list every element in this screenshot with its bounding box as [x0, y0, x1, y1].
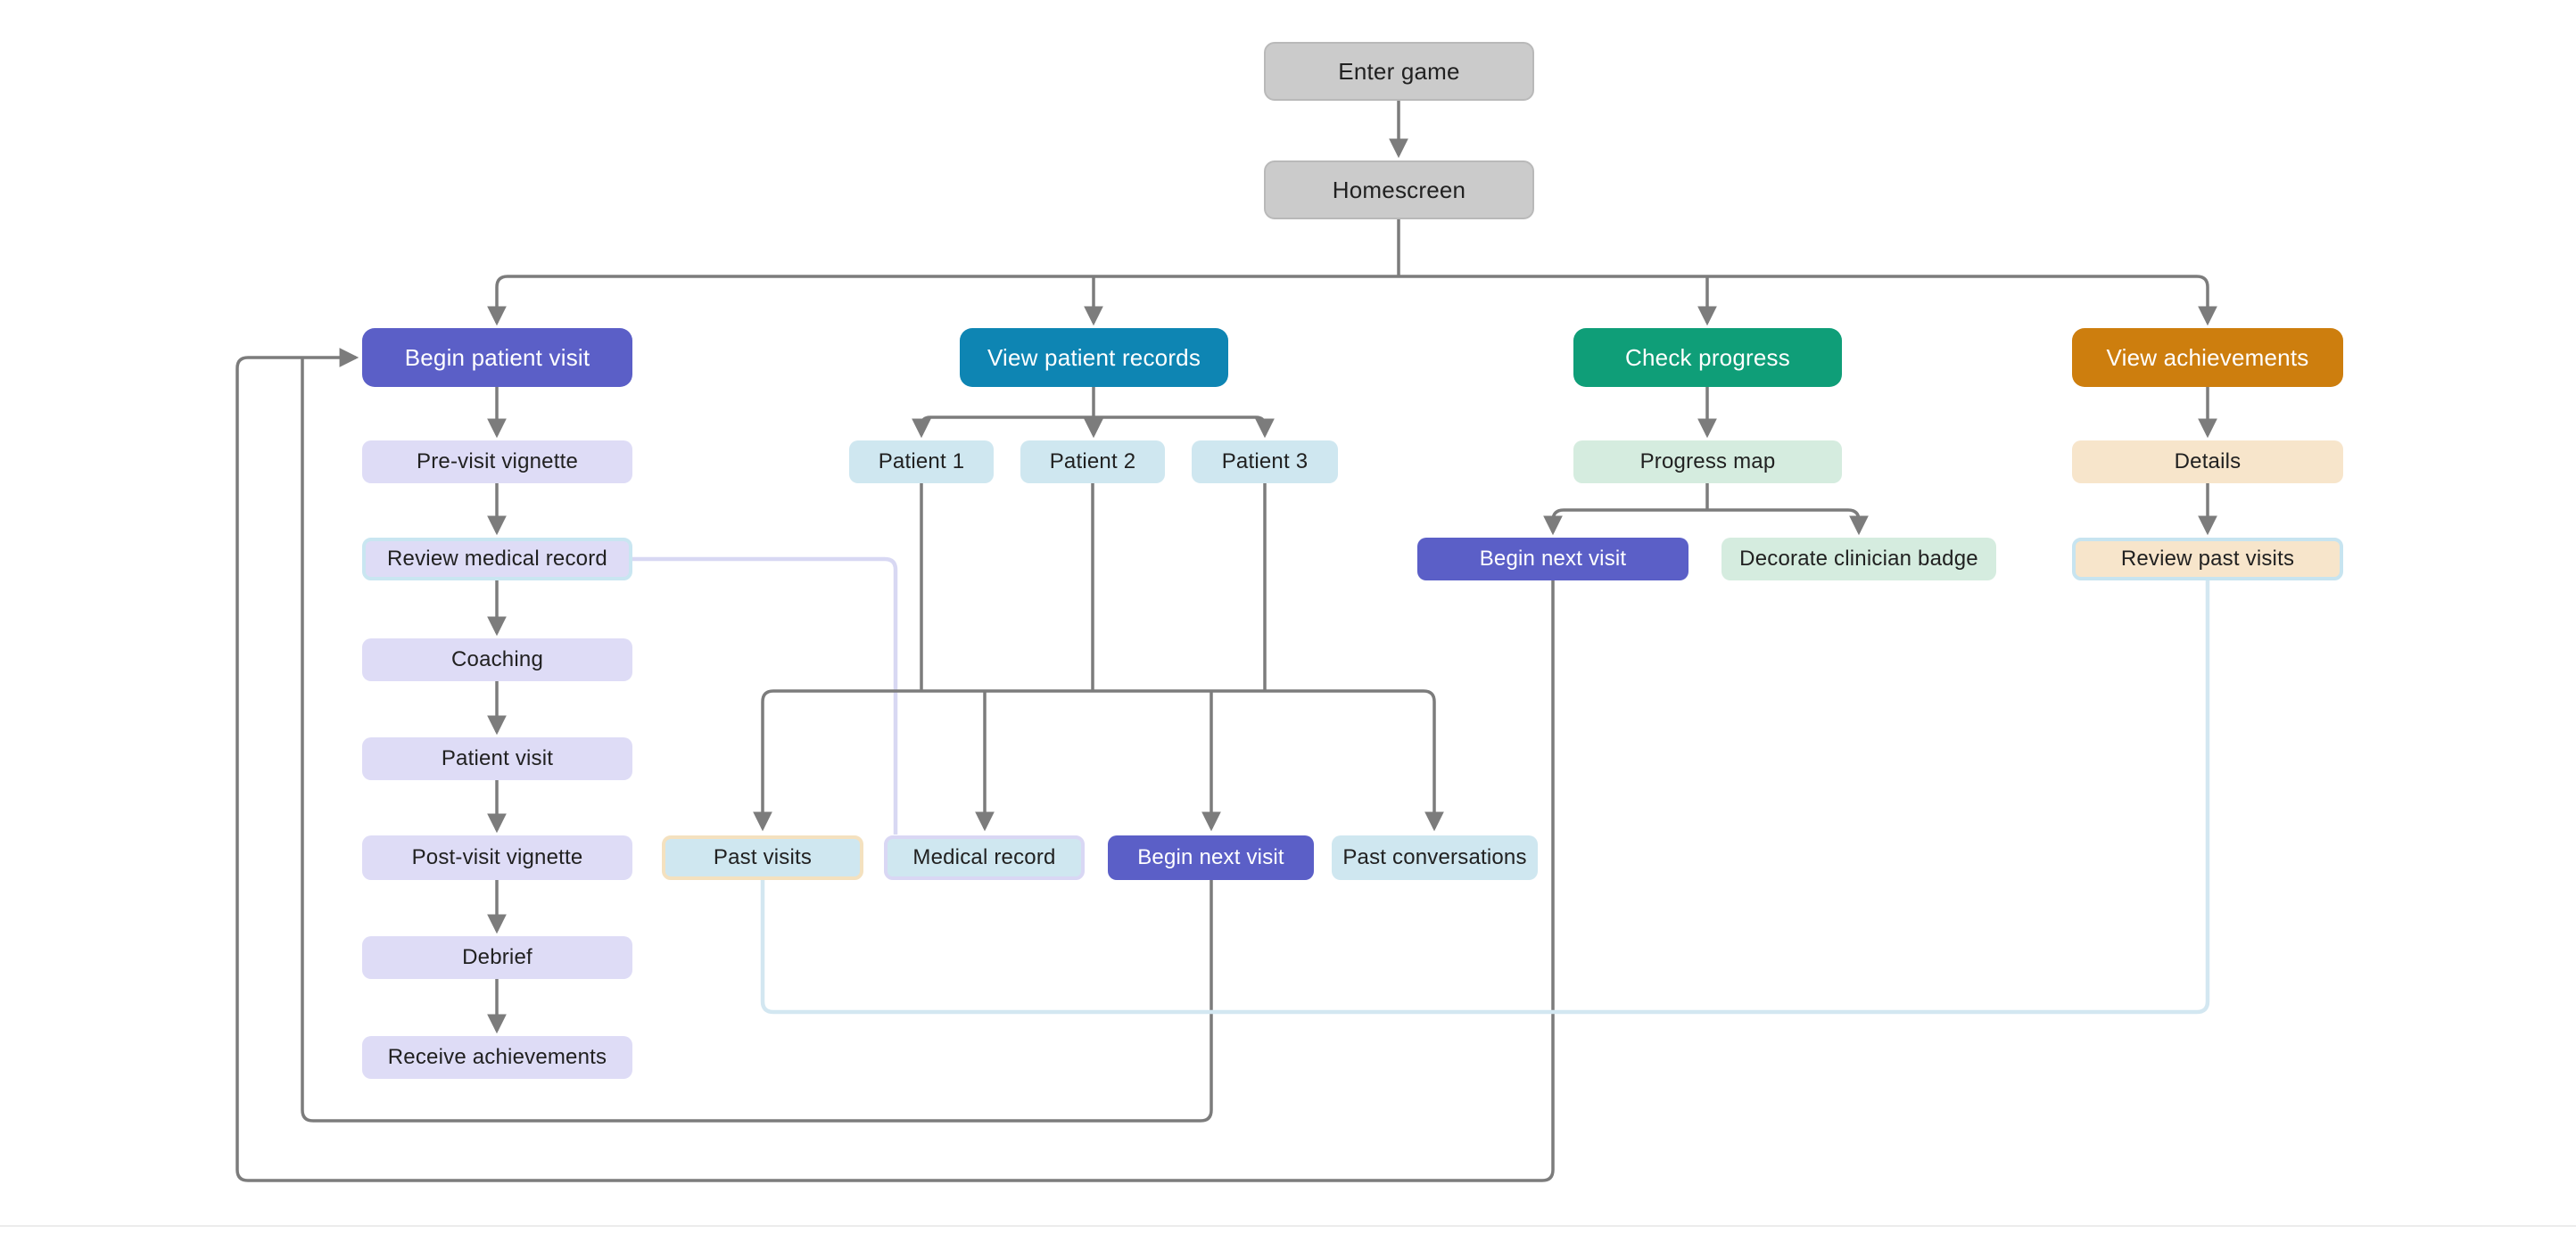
canvas-bottom-divider	[0, 1225, 2576, 1227]
node-begin-next-visit-mid-label: Begin next visit	[1137, 845, 1284, 869]
edge-homescreen-to-view-achievements	[1399, 275, 2217, 326]
edge-bus-to-past-visits	[753, 689, 921, 832]
node-patient-visit-label: Patient visit	[441, 746, 554, 770]
node-decorate-clinician-badge: Decorate clinician badge	[1721, 538, 1996, 580]
node-coaching: Coaching	[362, 638, 632, 681]
node-check-progress-label: Check progress	[1625, 343, 1790, 371]
node-progress-map: Progress map	[1573, 440, 1842, 483]
node-patient-1: Patient 1	[849, 440, 994, 483]
node-details: Details	[2072, 440, 2343, 483]
node-post-visit-vignette-label: Post-visit vignette	[411, 845, 583, 869]
edge-vpr-to-patient-1	[912, 415, 1094, 439]
node-past-conversations-label: Past conversations	[1342, 845, 1527, 869]
node-medical-record-label: Medical record	[912, 845, 1056, 869]
node-view-patient-records-label: View patient records	[987, 343, 1201, 371]
node-view-patient-records: View patient records	[960, 328, 1228, 387]
node-view-achievements: View achievements	[2072, 328, 2343, 387]
node-receive-achievements-label: Receive achievements	[387, 1045, 607, 1069]
node-patient-2: Patient 2	[1020, 440, 1165, 483]
edge-vpr-to-patient-3	[1094, 415, 1275, 439]
node-review-medical-record: Review medical record	[362, 538, 632, 580]
edge-bus-to-past-conversations	[1265, 689, 1444, 832]
edge-homescreen-to-begin-patient-visit	[487, 275, 1399, 326]
node-patient-3: Patient 3	[1192, 440, 1338, 483]
node-details-label: Details	[2174, 449, 2242, 473]
node-enter-game: Enter game	[1264, 42, 1534, 101]
node-patient-3-label: Patient 3	[1221, 449, 1309, 473]
node-debrief: Debrief	[362, 936, 632, 979]
edge-progress-map-to-begin-next	[1543, 508, 1707, 536]
edge-begin-next-progress-loop	[235, 348, 1555, 1182]
node-pre-visit-vignette-label: Pre-visit vignette	[417, 449, 578, 473]
node-pre-visit-vignette: Pre-visit vignette	[362, 440, 632, 483]
node-homescreen-label: Homescreen	[1332, 176, 1466, 203]
node-post-visit-vignette: Post-visit vignette	[362, 835, 632, 880]
edge-begin-next-mid-loop	[301, 358, 1213, 1123]
node-review-past-visits-label: Review past visits	[2120, 547, 2295, 571]
node-begin-patient-visit: Begin patient visit	[362, 328, 632, 387]
node-homescreen: Homescreen	[1264, 160, 1534, 219]
node-receive-achievements: Receive achievements	[362, 1036, 632, 1079]
node-patient-1-label: Patient 1	[878, 449, 965, 473]
node-past-conversations: Past conversations	[1332, 835, 1538, 880]
node-view-achievements-label: View achievements	[2106, 343, 2309, 371]
edge-past-visits-to-review-past-visits-link	[760, 580, 2210, 1015]
node-debrief-label: Debrief	[462, 945, 533, 969]
node-begin-patient-visit-label: Begin patient visit	[404, 343, 590, 371]
node-begin-next-visit-progress: Begin next visit	[1417, 538, 1688, 580]
node-decorate-clinician-badge-label: Decorate clinician badge	[1739, 547, 1978, 571]
node-past-visits: Past visits	[662, 835, 863, 880]
node-review-medical-record-label: Review medical record	[387, 547, 607, 571]
node-review-past-visits: Review past visits	[2072, 538, 2343, 580]
node-check-progress: Check progress	[1573, 328, 1842, 387]
node-medical-record: Medical record	[884, 835, 1085, 880]
node-patient-visit: Patient visit	[362, 737, 632, 780]
node-enter-game-label: Enter game	[1338, 57, 1460, 85]
node-begin-next-visit-mid: Begin next visit	[1108, 835, 1314, 880]
edge-review-medical-record-to-medical-record-link	[632, 556, 898, 835]
node-past-visits-label: Past visits	[713, 845, 813, 869]
node-progress-map-label: Progress map	[1639, 449, 1776, 473]
node-begin-next-visit-progress-label: Begin next visit	[1479, 547, 1627, 571]
node-coaching-label: Coaching	[450, 647, 543, 671]
edge-progress-map-to-decorate	[1707, 508, 1869, 536]
node-patient-2-label: Patient 2	[1049, 449, 1136, 473]
